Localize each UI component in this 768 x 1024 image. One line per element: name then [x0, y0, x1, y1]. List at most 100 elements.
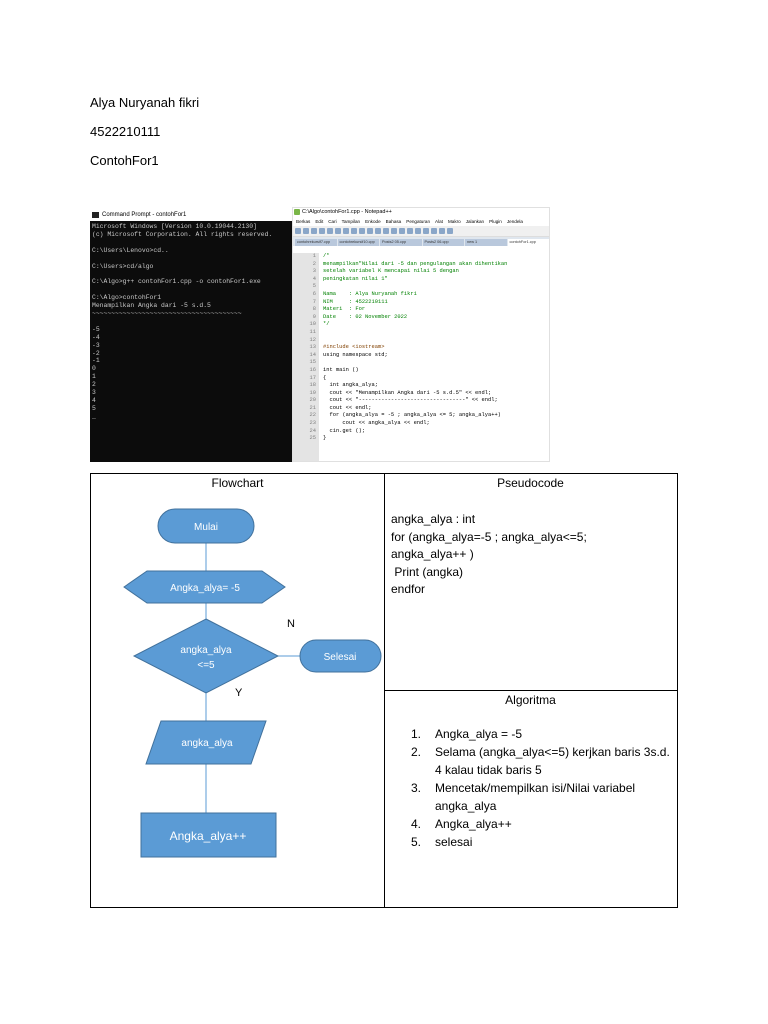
flowchart-output-label: angka_alya — [181, 738, 233, 749]
flowchart-start-terminator — [157, 508, 255, 544]
code-line: Nama : Alya Nuryanah fikri — [323, 290, 417, 297]
npp-tab: Posts2 05.cpp — [380, 239, 422, 246]
indent-icon — [431, 228, 437, 234]
flowchart-decision-label-2: <=5 — [197, 660, 215, 671]
npp-tab: contohFor1.cpp — [507, 239, 549, 246]
line-number: 2 — [312, 260, 316, 267]
print-icon — [335, 228, 341, 234]
cmd-title: Command Prompt - contohFor1 — [102, 212, 187, 218]
code-line — [323, 283, 549, 291]
line-number: 14 — [309, 351, 316, 358]
algoritma-item-text: Mencetak/mempilkan isi/Nilai variabel an… — [435, 781, 636, 813]
code-line: cout << "-------------------------------… — [323, 397, 498, 404]
cmd-line: Menampilkan Angka dari -5 s.d.5 — [92, 302, 211, 310]
code-line: peningkatan nilai 1" — [323, 275, 388, 282]
algoritma-item-number: 3. — [411, 781, 422, 795]
cmd-line: 5 — [92, 404, 96, 412]
cmd-line: C:\Users\Lenovo>cd.. — [92, 246, 169, 254]
algoritma-item-number: 1. — [411, 727, 422, 741]
play-icon — [447, 228, 453, 234]
line-number: 24 — [309, 427, 316, 434]
flowchart-no-label: N — [287, 618, 295, 630]
cmd-line: C:\Algo>g++ contohFor1.cpp -o contohFor1… — [92, 278, 261, 286]
code-line: } — [323, 435, 327, 442]
flowchart-heading: Flowchart — [211, 476, 264, 490]
flowchart-end-label: Selesai — [324, 652, 357, 663]
cmd-line: 1 — [92, 373, 96, 381]
code-line: setelah variabel K mencapai nilai 5 deng… — [323, 268, 459, 275]
cmd-line: -2 — [92, 349, 100, 357]
cmd-line: C:\Users>cd/algo — [92, 262, 154, 270]
line-number: 20 — [309, 397, 316, 404]
cmd-line: 2 — [92, 381, 96, 389]
npp-menu-item: Plugin — [489, 219, 502, 224]
code-line: menampilkan"Nilai dari -5 dan pengulanga… — [323, 260, 508, 267]
line-number: 16 — [309, 366, 316, 373]
undo-icon — [367, 228, 373, 234]
table-horizontal-divider — [384, 690, 677, 691]
algoritma-item: 3. Mencetak/mempilkan isi/Nilai variabel … — [411, 779, 671, 815]
replace-icon — [391, 228, 397, 234]
npp-title: C:\Algo\contohFor1.cpp - Notepad++ — [302, 209, 392, 215]
cmd-line — [92, 286, 290, 294]
save-icon — [311, 228, 317, 234]
open-file-icon — [303, 228, 309, 234]
flowchart-init-label: Angka_alya= -5 — [170, 583, 240, 594]
cmd-title-bar: Command Prompt - contohFor1 — [90, 210, 292, 221]
flowchart-diagram: Mulai Angka_alya= -5 angka_alya <=5 Sele… — [123, 508, 382, 858]
code-line: using namespace std; — [323, 351, 388, 358]
code-line — [323, 329, 549, 337]
student-name: Alya Nuryanah fikri — [90, 95, 200, 110]
npp-menu-item: Cari — [328, 219, 337, 224]
line-number: 25 — [309, 435, 316, 442]
algoritma-item-number: 5. — [411, 835, 422, 849]
line-number: 7 — [312, 298, 316, 305]
flowchart-connectors — [205, 543, 300, 813]
code-line: #include <iostream> — [323, 344, 385, 351]
cmd-line — [92, 270, 290, 278]
code-line: cout << "Menampilkan Angka dari -5 s.d.5… — [323, 389, 492, 396]
algoritma-heading: Algoritma — [505, 693, 556, 707]
zoom-out-icon — [407, 228, 413, 234]
code-line: int main () — [323, 366, 359, 373]
line-number: 11 — [309, 328, 316, 335]
notepadpp-icon — [294, 209, 300, 215]
npp-menu-item: Tampilan — [341, 219, 361, 224]
line-number: 18 — [309, 382, 316, 389]
algoritma-item: 5.selesai — [411, 833, 671, 851]
line-number: 1 — [312, 253, 316, 259]
save-all-icon — [319, 228, 325, 234]
code-line: cout << endl; — [323, 404, 372, 411]
cmd-line: -5 — [92, 325, 100, 333]
line-number: 10 — [309, 321, 316, 328]
flowchart-end-terminator — [299, 639, 382, 673]
flowchart-start-label: Mulai — [194, 522, 218, 533]
flowchart-decision-label-1: angka_alya — [180, 645, 232, 656]
code-line: cout << angka_alya << endl; — [323, 420, 430, 427]
code-line — [323, 359, 549, 367]
npp-menu-item: Pengaturan — [406, 219, 431, 224]
sync-icon — [415, 228, 421, 234]
new-file-icon — [295, 228, 301, 234]
algoritma-item-text: Angka_alya++ — [435, 817, 512, 831]
line-number: 12 — [309, 336, 316, 343]
code-line: for (angka_alya = -5 ; angka_alya <= 5; … — [323, 412, 501, 419]
cmd-line: (c) Microsoft Corporation. All rights re… — [92, 230, 273, 238]
flowchart-increment-label: Angka_alya++ — [170, 829, 247, 843]
algoritma-item-text: Selama (angka_alya<=5) kerjkan baris 3s.… — [435, 745, 670, 777]
code-line: Materi : For — [323, 306, 366, 313]
npp-menu-item: Jalankan — [465, 219, 485, 224]
pseudocode-line: angka_alya : int — [391, 512, 476, 526]
line-number: 13 — [309, 344, 316, 351]
cmd-line: -1 — [92, 357, 100, 365]
program-name: ContohFor1 — [90, 153, 159, 168]
notepadpp-screenshot: C:\Algo\contohFor1.cpp - Notepad++ Berka… — [292, 207, 550, 462]
code-line: int angka_alya; — [323, 382, 378, 389]
line-number: 5 — [312, 283, 316, 290]
